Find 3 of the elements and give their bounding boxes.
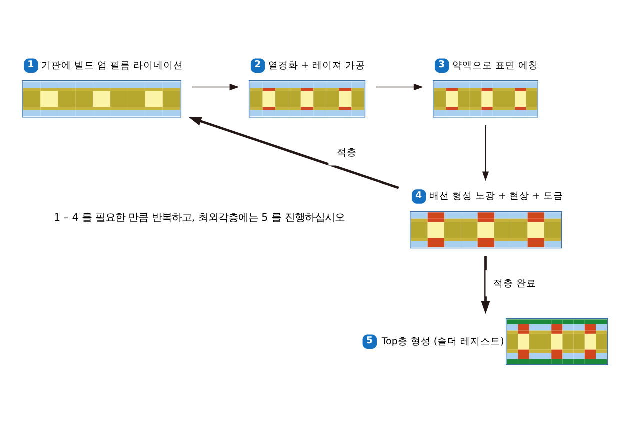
edge-label: 적층 완료 [494,278,537,290]
label: 1 – 4 를 필요한 만큼 반복하고, 최외각층에는 5 를 진행하십시오 [54,212,345,224]
edge-label: 적층 [337,148,358,159]
